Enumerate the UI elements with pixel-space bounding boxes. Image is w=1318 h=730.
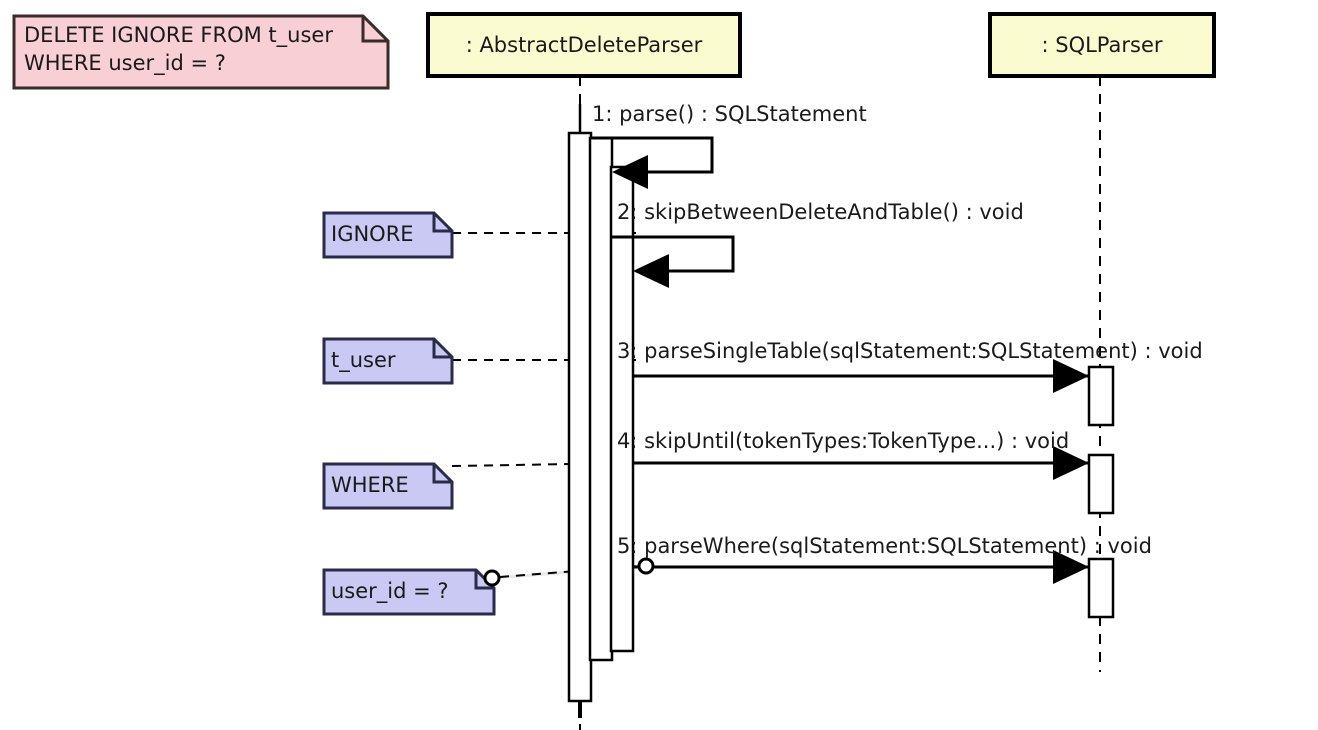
sql-note-line-1: DELETE IGNORE FROM t_user <box>24 23 333 48</box>
message-5-anchor-circle-icon <box>637 557 655 575</box>
note-body <box>322 568 496 616</box>
note-ignore[interactable]: IGNORE <box>322 211 636 259</box>
note-label: user_id = ? <box>331 579 449 604</box>
activation-middle[interactable] <box>588 136 614 662</box>
note-anchor-circle-icon <box>483 569 501 587</box>
note-fold-corner-icon <box>432 464 452 484</box>
message-1-arrowhead-icon <box>612 155 648 189</box>
message-2-arrowhead-icon <box>633 254 669 288</box>
message-skip-between-delete-and-table[interactable]: 2: skipBetweenDeleteAndTable() : void <box>612 200 1024 288</box>
note-t-user[interactable]: t_user <box>322 337 636 385</box>
activations-right <box>1087 365 1115 619</box>
message-3-arrowhead-icon <box>1053 359 1089 393</box>
activation-inner[interactable] <box>609 165 635 653</box>
note-body <box>322 337 454 385</box>
lifelines-group <box>579 76 1101 730</box>
participant-box <box>988 12 1216 78</box>
note-label: WHERE <box>331 473 409 497</box>
note-fold-corner-icon <box>474 570 494 590</box>
participant-abstract-delete-parser[interactable]: : AbstractDeleteParser <box>426 12 742 78</box>
note-user-id[interactable]: user_id = ? <box>322 564 649 616</box>
message-1-self-loop <box>591 136 714 174</box>
note-where[interactable]: WHERE <box>322 462 637 510</box>
sql-note-line-2: WHERE user_id = ? <box>24 51 226 76</box>
note-fold-corner-icon <box>432 213 452 233</box>
message-4-arrowhead-icon <box>1053 446 1089 480</box>
participant-sqlparser[interactable]: : SQLParser <box>988 12 1216 78</box>
participant-label: : SQLParser <box>1041 33 1162 57</box>
activation-sqlparser-1[interactable] <box>1087 365 1115 427</box>
note-label: IGNORE <box>331 222 414 246</box>
message-3-label: 3: parseSingleTable(sqlStatement:SQLStat… <box>617 339 1203 363</box>
message-2-self-loop <box>612 235 735 273</box>
message-4-label: 4: skipUntil(tokenTypes:TokenType...) : … <box>617 429 1069 453</box>
note-body <box>322 462 454 510</box>
note-fold-corner-icon <box>432 339 452 359</box>
message-parse-single-table[interactable]: 3: parseSingleTable(sqlStatement:SQLStat… <box>617 339 1203 393</box>
message-1-label: 1: parse() : SQLStatement <box>592 102 867 126</box>
note-body <box>12 14 390 90</box>
message-2-label: 2: skipBetweenDeleteAndTable() : void <box>617 200 1024 224</box>
note-fold-corner-icon <box>361 16 388 43</box>
message-5-label: 5: parseWhere(sqlStatement:SQLStatement)… <box>617 534 1152 558</box>
note-label: t_user <box>331 348 396 373</box>
note-body <box>322 211 454 259</box>
message-parse[interactable]: 1: parse() : SQLStatement <box>578 102 867 189</box>
activations-left <box>567 131 635 703</box>
activation-outer[interactable] <box>567 131 593 703</box>
message-5-arrowhead-icon <box>1053 550 1089 584</box>
activation-sqlparser-2[interactable] <box>1087 453 1115 515</box>
activation-sqlparser-3[interactable] <box>1087 557 1115 619</box>
message-parse-where[interactable]: 5: parseWhere(sqlStatement:SQLStatement)… <box>617 534 1152 584</box>
message-skip-until[interactable]: 4: skipUntil(tokenTypes:TokenType...) : … <box>617 429 1089 480</box>
participant-label: : AbstractDeleteParser <box>466 33 703 57</box>
sql-statement-note[interactable]: DELETE IGNORE FROM t_user WHERE user_id … <box>12 14 390 90</box>
participant-box <box>426 12 742 78</box>
